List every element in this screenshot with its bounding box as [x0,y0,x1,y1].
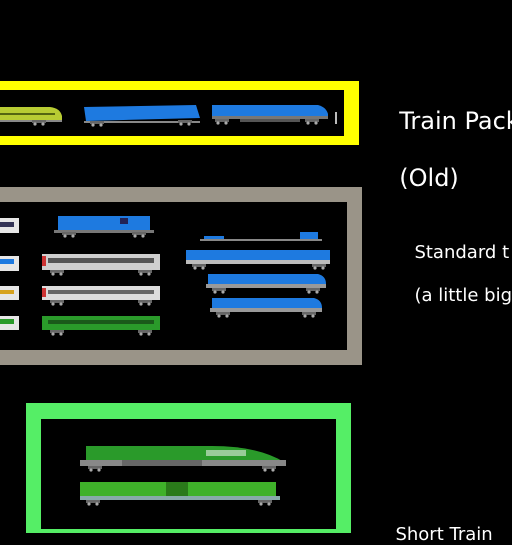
old-pack-line2: (Old) [399,164,459,193]
old-train-blue-2 [212,105,337,125]
standard-blue-locomotive [54,216,154,238]
short-green-locomotive [80,446,286,472]
standard-pack-line1: Standard t [414,241,510,263]
short-pack-panel [41,419,336,529]
standard-blue-locomotive-3 [210,298,322,318]
standard-green-coach [42,316,160,336]
standard-grey-coach-1 [42,254,160,276]
train-sprites [0,105,337,506]
standard-flatcar [200,232,322,241]
standard-left-cars [0,218,19,330]
short-pack-line1: Short Train [395,523,493,545]
old-pack-line1: Train Pack [399,106,512,135]
standard-grey-coach-2 [42,286,160,306]
standard-pack-line2: (a little big [414,284,512,306]
short-lime-locomotive [80,482,280,506]
old-train-blue-1 [84,105,200,127]
standard-pack-title: Standard t (a little big [403,220,512,306]
standard-blue-coach [186,250,330,270]
old-pack-title: Train Pack (Old) [384,78,512,193]
old-train-lime [0,107,62,126]
standard-blue-locomotive-2 [206,274,326,294]
